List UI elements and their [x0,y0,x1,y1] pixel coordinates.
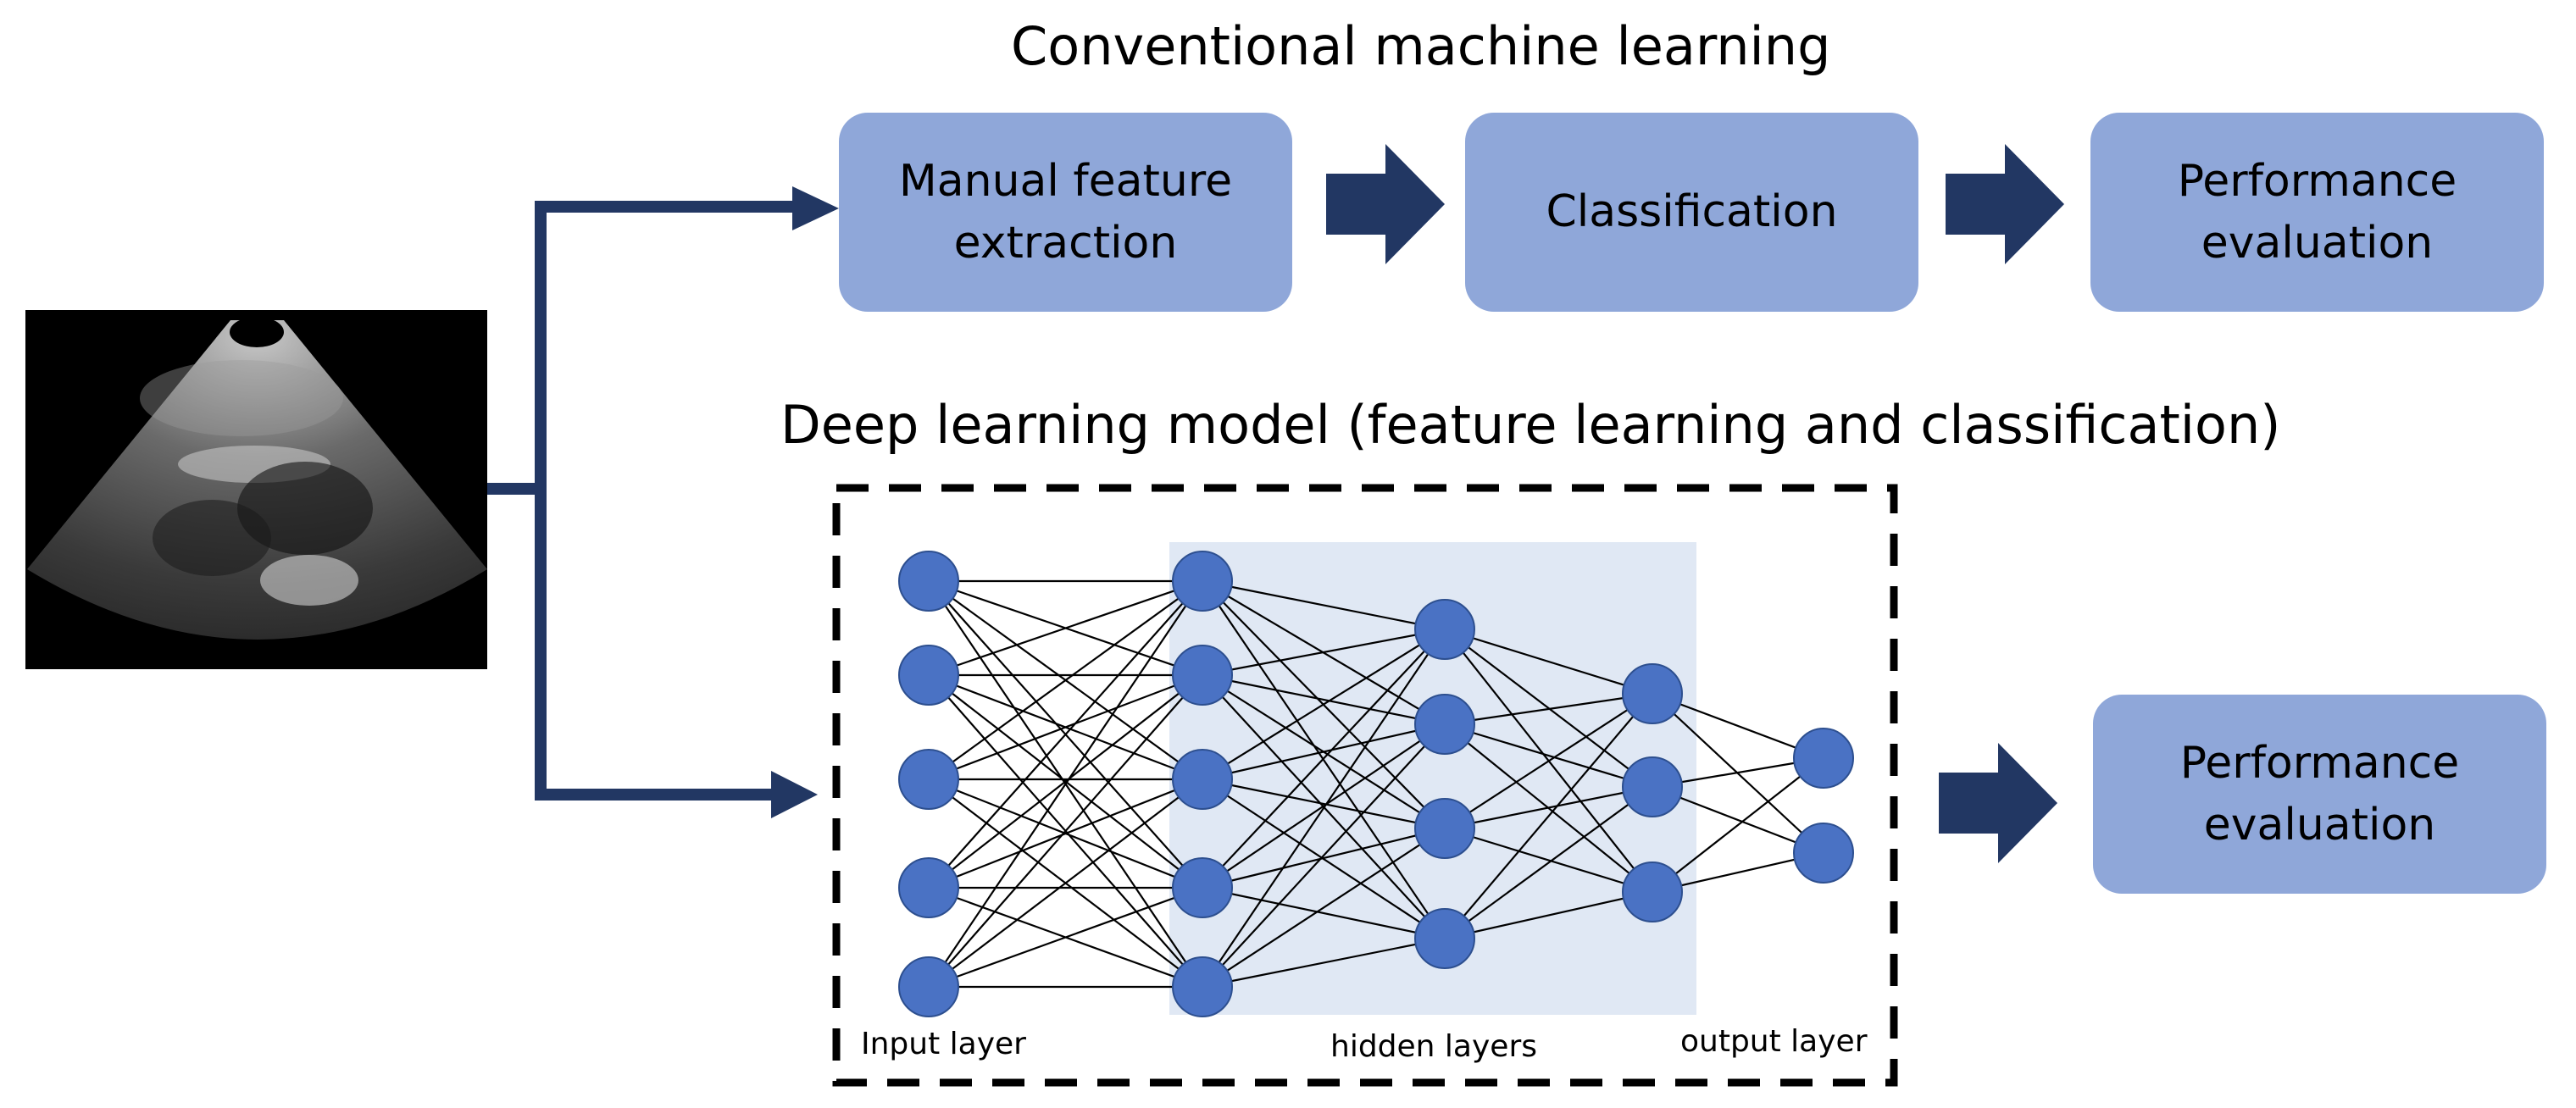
network-edge [1202,629,1446,780]
neuron-layer-3-node-3 [1414,798,1475,859]
network-edge [1652,757,1824,893]
network-edge [1202,723,1446,781]
block-arrow-3 [1939,743,2057,863]
network-edge [1444,693,1653,829]
neuron-layer-1-node-5 [898,956,959,1017]
network-edge [1202,723,1446,889]
performance-evaluation-box-top: Performance evaluation [2090,113,2544,312]
network-edge [1202,827,1446,889]
hidden-layers-label: hidden layers [1330,1029,1538,1064]
classification-box: Classification [1465,113,1918,312]
network-edge [1202,886,1446,940]
performance-evaluation-box-bottom: Performance evaluation [2093,695,2546,894]
network-edge [1444,628,1653,695]
network-edge [1202,828,1446,988]
neuron-layer-2-node-5 [1172,956,1233,1017]
neuron-layer-1-node-3 [898,749,959,810]
network-edge [928,579,1203,677]
neuron-layer-1-node-1 [898,551,959,612]
network-edge [1444,723,1653,789]
block-arrow-1 [1326,144,1445,264]
network-edges [928,579,1824,989]
manual-feature-extraction-box: Manual feature extraction [839,113,1292,312]
network-edge [928,674,1203,889]
neuron-layer-2-node-2 [1172,645,1233,706]
network-edge [928,778,1203,889]
network-edge [928,778,1203,988]
neuron-layer-1-node-2 [898,645,959,706]
output-layer-label: output layer [1680,1024,1868,1059]
neuron-layer-2-node-3 [1172,749,1233,810]
deep-learning-title: Deep learning model (feature learning an… [780,394,2281,456]
network-edge [928,580,1203,988]
neuron-layer-2-node-4 [1172,857,1233,918]
network-edge [1202,629,1446,889]
neuron-layer-4-node-1 [1622,663,1683,724]
network-edge [1652,785,1824,855]
block-arrow-2 [1946,144,2064,264]
neuron-layer-2-node-1 [1172,551,1233,612]
neuron-layer-4-node-2 [1622,756,1683,817]
neuron-layer-1-node-4 [898,857,959,918]
ultrasound-image [25,310,487,669]
network-edge [1202,673,1446,726]
neuron-layer-5-node-2 [1793,823,1854,884]
network-nodes [898,551,1854,1017]
neuron-layer-5-node-1 [1793,728,1854,789]
network-edge [1202,629,1446,988]
neuron-layer-3-node-2 [1414,694,1475,755]
neuron-layer-3-node-4 [1414,908,1475,969]
input-layer-label: Input layer [861,1027,1026,1061]
network-edge [1202,628,1446,677]
arrowhead-to-conventional [792,186,839,230]
network-edge [928,674,1203,988]
network-edge [1444,786,1653,939]
neuron-layer-3-node-1 [1414,599,1475,660]
network-edge [1444,827,1653,894]
network-edge [1444,693,1653,939]
network-edge [1444,692,1653,726]
network-edge [1202,723,1446,988]
network-edge [928,580,1203,780]
network-edge [1202,937,1446,989]
network-edge [1202,778,1446,830]
network-edge [928,673,1203,781]
network-edge [928,886,1203,989]
branch-connector [487,201,801,801]
conventional-title: Conventional machine learning [1011,15,1831,77]
neuron-layer-4-node-3 [1622,861,1683,922]
network-edge [1444,890,1653,940]
network-edge [928,580,1203,889]
arrowhead-to-deep-learning [771,771,818,818]
network-edge [1202,579,1446,631]
network-edge [1444,785,1653,830]
deep-learning-frame [832,484,1898,1087]
